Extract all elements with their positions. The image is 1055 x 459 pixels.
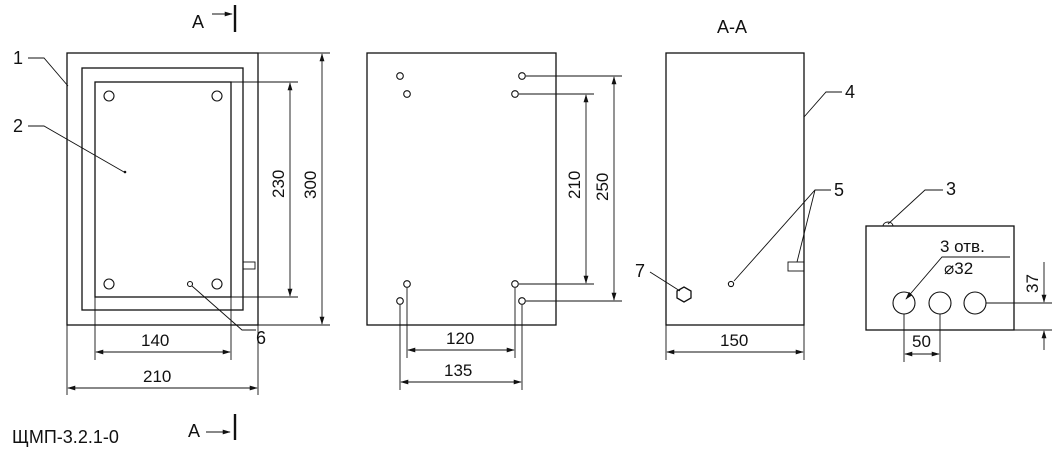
door-frame xyxy=(81,67,244,311)
dim-inner-width: 140 xyxy=(141,331,169,350)
dim-hole-spacing-135: 135 xyxy=(444,361,472,380)
callout-4: 4 xyxy=(845,82,855,102)
dim-height-250: 250 xyxy=(593,173,612,201)
side-view: 7 4 5 150 xyxy=(635,52,855,360)
callout-6: 6 xyxy=(256,328,266,348)
model-label: ЩМП-3.2.1-0 xyxy=(12,427,119,447)
dim-height-210: 210 xyxy=(565,171,584,199)
back-outline xyxy=(366,52,557,326)
callout-1: 1 xyxy=(13,48,23,68)
holes-note: 3 отв. xyxy=(940,237,985,256)
bottom-view: 3 3 отв. ⌀32 50 37 xyxy=(865,179,1052,362)
back-view: 120 135 210 250 xyxy=(366,52,622,390)
callout-7: 7 xyxy=(635,261,645,281)
callout-2: 2 xyxy=(13,116,23,136)
dim-hole-pitch: 50 xyxy=(912,332,931,351)
section-mark-bottom-letter: A xyxy=(188,421,200,441)
enclosure-outline xyxy=(66,52,259,326)
side-outline xyxy=(665,52,805,326)
callout-3: 3 xyxy=(946,179,956,199)
section-view-title: A-A xyxy=(717,17,747,37)
section-mark-top-letter: A xyxy=(192,12,204,32)
cable-hole-1 xyxy=(892,291,916,315)
hole-diameter: ⌀32 xyxy=(944,259,973,278)
dim-hole-offset: 37 xyxy=(1023,274,1042,293)
cable-hole-2 xyxy=(928,291,952,315)
dim-height: 300 xyxy=(301,171,320,199)
dim-inner-height: 230 xyxy=(269,170,288,198)
callout-5: 5 xyxy=(834,180,844,200)
cable-hole-3 xyxy=(963,291,987,315)
dim-hole-spacing-120: 120 xyxy=(446,329,474,348)
mounting-panel xyxy=(94,81,232,298)
section-mark-bottom: A xyxy=(188,414,237,441)
hex-bolt xyxy=(676,286,692,303)
dim-width: 210 xyxy=(143,367,171,386)
section-mark-top: A xyxy=(192,5,237,32)
front-view: 1 2 6 140 210 230 300 xyxy=(13,48,330,395)
dim-depth: 150 xyxy=(720,331,748,350)
